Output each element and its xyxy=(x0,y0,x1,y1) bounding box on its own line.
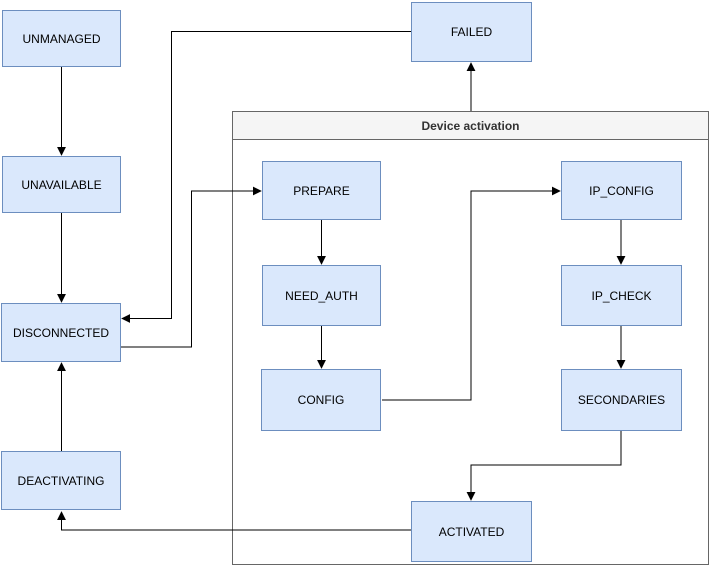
state-box-ip-check: IP_CHECK xyxy=(561,265,682,326)
state-box-unmanaged: UNMANAGED xyxy=(2,10,121,67)
state-box-config: CONFIG xyxy=(261,369,381,431)
state-box-unavailable: UNAVAILABLE xyxy=(2,156,121,213)
state-box-need-auth: NEED_AUTH xyxy=(262,265,381,326)
state-box-failed: FAILED xyxy=(411,2,532,62)
device-activation-title: Device activation xyxy=(421,118,520,133)
state-box-secondaries: SECONDARIES xyxy=(561,369,682,431)
state-box-ip-config: IP_CONFIG xyxy=(561,161,682,220)
device-activation-header: Device activation xyxy=(233,112,708,140)
state-box-disconnected: DISCONNECTED xyxy=(1,303,121,362)
state-box-activated: ACTIVATED xyxy=(411,501,532,562)
state-box-prepare: PREPARE xyxy=(262,161,381,220)
state-box-deactivating: DEACTIVATING xyxy=(1,451,121,510)
